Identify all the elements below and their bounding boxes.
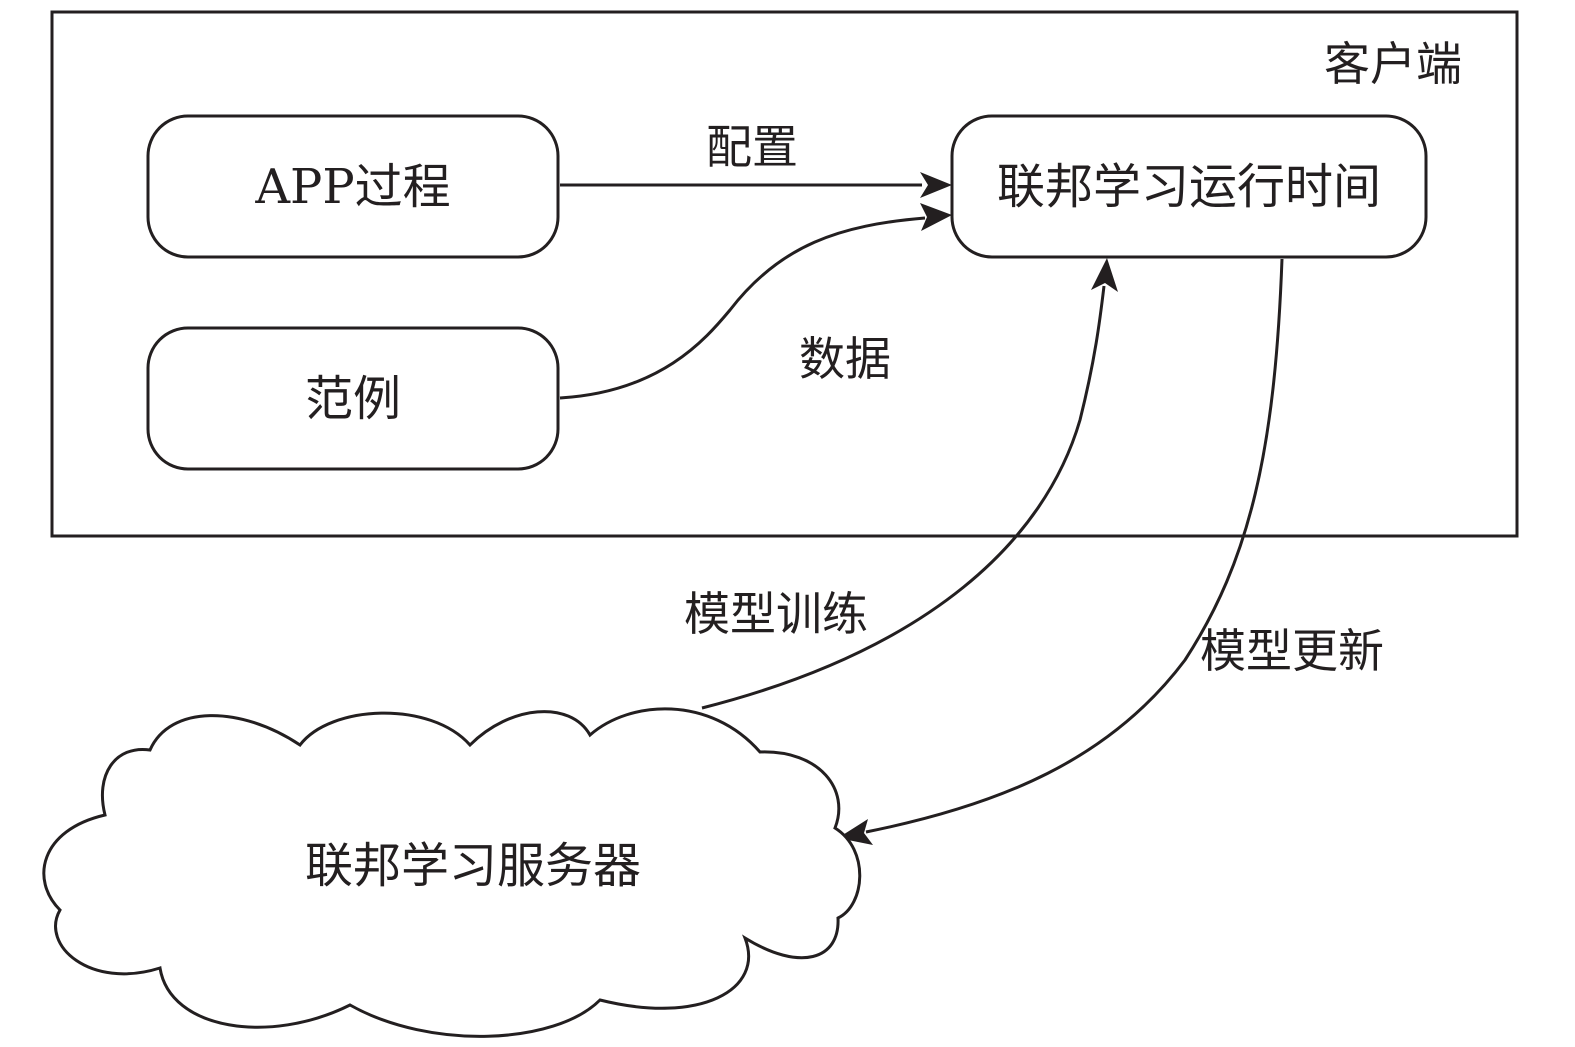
model-training-arrowhead	[1091, 258, 1118, 292]
config-edge-label: 配置	[706, 120, 798, 174]
data-edge	[559, 203, 952, 400]
fl-server-cloud: 联邦学习服务器	[42, 707, 862, 1038]
model-training-edge-label: 模型训练	[684, 587, 868, 641]
data-arrowhead	[920, 203, 952, 231]
data-edge-label: 数据	[799, 332, 891, 386]
fl-server-label: 联邦学习服务器	[305, 838, 641, 894]
model-update-edge-label: 模型更新	[1200, 624, 1384, 678]
examples-node: 范例	[146, 326, 560, 471]
app-process-node: APP过程	[146, 114, 560, 259]
model-update-edge	[838, 258, 1284, 845]
examples-label: 范例	[305, 371, 401, 427]
client-container	[50, 10, 1519, 538]
config-arrowhead	[920, 172, 952, 198]
config-edge	[560, 172, 952, 198]
fl-runtime-label: 联邦学习运行时间	[997, 159, 1381, 215]
model-training-edge	[701, 258, 1118, 710]
client-title: 客户端	[1324, 37, 1462, 91]
fl-runtime-node: 联邦学习运行时间	[950, 114, 1428, 259]
app-process-label: APP过程	[254, 159, 450, 215]
